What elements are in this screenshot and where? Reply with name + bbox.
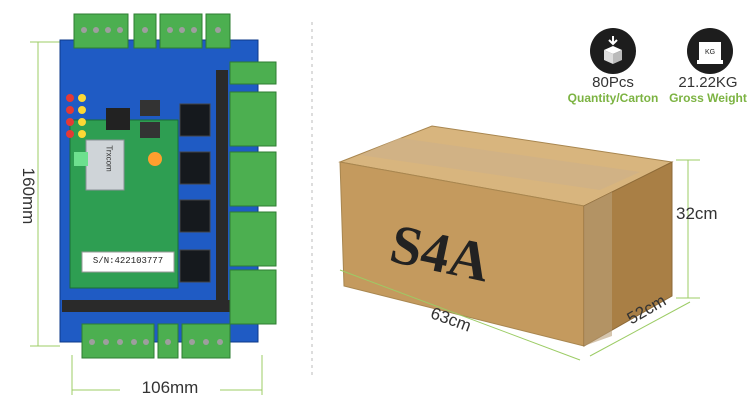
pin-header (216, 70, 228, 300)
quantity-label: Quantity/Carton (567, 91, 659, 105)
board-height-dimension (30, 41, 60, 347)
access-control-board (59, 39, 259, 343)
weight-label: Gross Weight (669, 91, 747, 105)
terminal-screws (81, 27, 223, 345)
quantity-value: 80Pcs (592, 74, 634, 91)
packing-tape (360, 138, 640, 190)
regulator (140, 122, 160, 138)
board-width-label: 106mm (120, 378, 220, 398)
shipping-carton (338, 125, 674, 347)
pin-header (62, 300, 258, 312)
serial-sticker (81, 251, 175, 273)
box-package-icon (590, 28, 636, 74)
board-height-label: 160mm (19, 167, 38, 225)
carton-height-label: 32cm (676, 204, 718, 223)
packing-tape (584, 192, 612, 346)
quantity-stat: 80Pcs Quantity/Carton (558, 28, 668, 105)
ethernet-transformer (85, 139, 125, 191)
status-led (74, 152, 88, 166)
weight-value: 21.22KG (678, 74, 738, 91)
weight-stat: KG 21.22KG Gross Weight (653, 28, 750, 105)
relay-bank (179, 103, 211, 283)
regulator (140, 100, 160, 116)
module-brand-text: Trxcom (104, 145, 114, 172)
carton-dimensions (339, 159, 700, 361)
weight-scale-icon: KG (687, 28, 733, 74)
svg-text:KG: KG (705, 49, 715, 56)
serial-number-text: S/N:422103777 (92, 256, 164, 266)
led-array (66, 94, 86, 138)
chip-ic (106, 108, 130, 130)
indicator-led (148, 152, 162, 166)
